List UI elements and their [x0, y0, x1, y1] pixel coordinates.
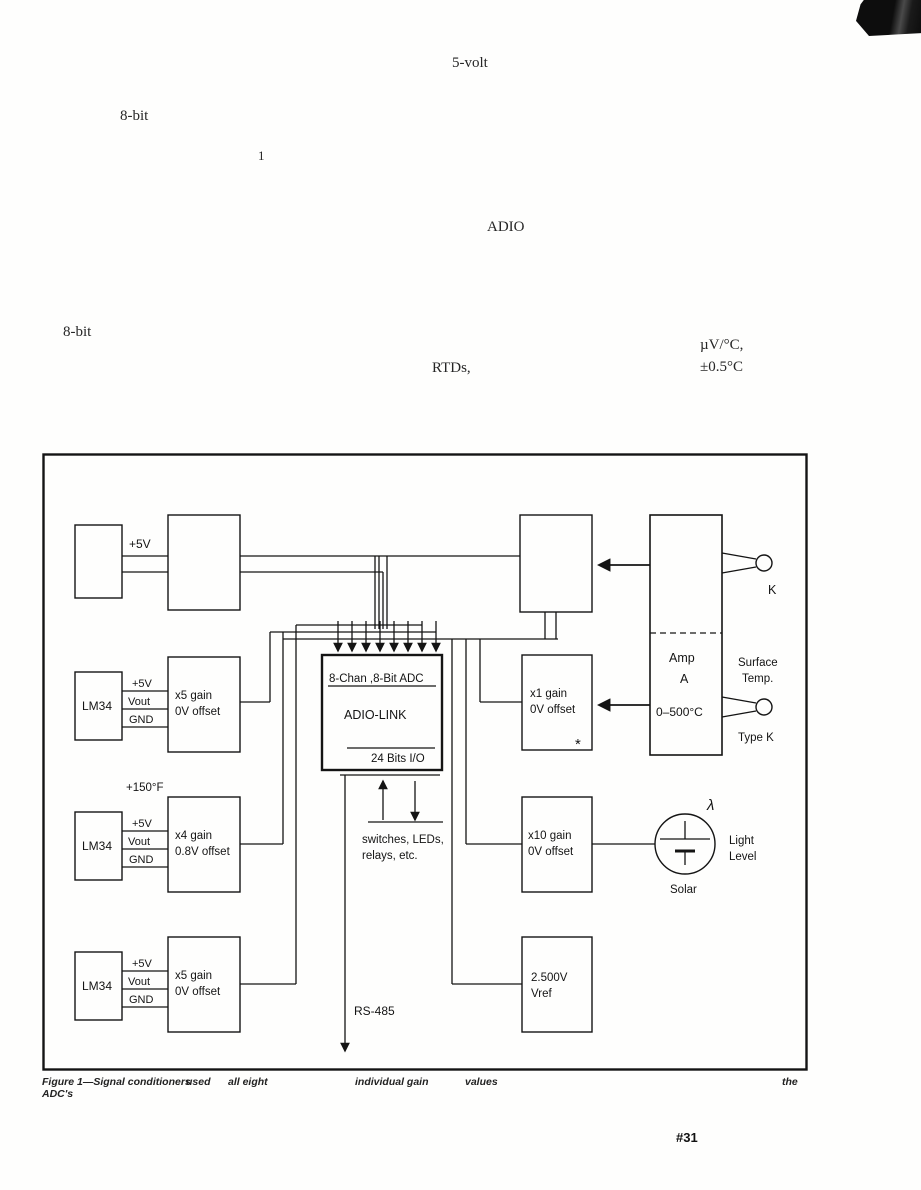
body-text-fragment: RTDs,	[432, 360, 471, 376]
gain-box-2	[167, 796, 241, 893]
pin-label: +5V	[132, 818, 153, 830]
thermocouple-junction-icon	[755, 698, 773, 716]
lm34-box-2	[74, 811, 123, 881]
gain-label-3: x5 gain	[175, 970, 212, 982]
x10-gain-box	[521, 796, 593, 893]
x10-offset-label: 0V offset	[528, 846, 574, 858]
adc-channel-arrows	[333, 621, 441, 653]
offset-label-1: 0V offset	[175, 706, 221, 718]
pin-label: +5V	[132, 678, 153, 690]
vref-box	[521, 936, 593, 1033]
body-text-fragment: 8-bit	[63, 324, 92, 340]
adio-link-adc-box	[320, 653, 444, 772]
thermocouple-junction-icon	[755, 554, 773, 572]
type-k-short-label: K	[768, 583, 777, 597]
caption-text: individual gain	[355, 1076, 429, 1088]
body-text-fragment: 5-volt	[452, 55, 488, 71]
amp-label: Amp	[669, 651, 695, 665]
light-level-label: Light	[729, 835, 755, 847]
figure-border	[42, 453, 808, 1071]
caption-text: ADC's	[42, 1088, 74, 1100]
figure-1-diagram: +5V 8-Chan ,8-Bit ADC ADIO-LINK 24 Bits …	[42, 453, 808, 1071]
pin-label: Vout	[128, 976, 150, 988]
unlabeled-box-top-right	[519, 514, 593, 613]
caption-text: values	[465, 1076, 498, 1088]
body-text-fragment: 8-bit	[120, 108, 149, 124]
surface-temp-label: Temp.	[742, 673, 773, 685]
amp-range-label: 0–500°C	[656, 705, 703, 719]
temp-note-label: +150°F	[126, 782, 164, 794]
caption-text: Figure 1—Signal conditioners	[42, 1076, 191, 1088]
gain-label-1: x5 gain	[175, 690, 212, 702]
unlabeled-box-top-left-large	[167, 514, 241, 611]
lambda-symbol: λ	[706, 797, 714, 814]
x1-gain-label: x1 gain	[530, 688, 567, 700]
x1-offset-label: 0V offset	[530, 704, 576, 716]
lm34-label-1: LM34	[82, 699, 112, 713]
body-text-fragment: µV/°C,	[700, 337, 744, 353]
lm34-box-1	[74, 671, 123, 741]
lm34-box-3	[74, 951, 123, 1021]
body-text-fragment: ADIO	[487, 219, 525, 235]
vref-value-label: 2.500V	[531, 972, 568, 984]
offset-label-3: 0V offset	[175, 986, 221, 998]
lm34-label-3: LM34	[82, 979, 112, 993]
power-5v-label: +5V	[129, 537, 151, 551]
pin-label: Vout	[128, 836, 150, 848]
surface-temp-label: Surface	[738, 657, 778, 669]
page-number: #31	[676, 1130, 698, 1145]
solar-cell-icon	[654, 813, 716, 875]
io-devices-label: relays, etc.	[362, 850, 418, 862]
pin-label: Vout	[128, 696, 150, 708]
pin-label: GND	[129, 854, 154, 866]
scan-smudge-artifact	[856, 0, 921, 36]
offset-label-2: 0.8V offset	[175, 846, 231, 858]
adc-title-label: 8-Chan ,8-Bit ADC	[329, 673, 424, 685]
asterisk-note: *	[575, 736, 581, 753]
lm34-label-2: LM34	[82, 839, 112, 853]
adc-io-label: 24 Bits I/O	[371, 753, 425, 765]
pin-label: +5V	[132, 958, 153, 970]
rs485-label: RS-485	[354, 1004, 395, 1018]
pin-label: GND	[129, 714, 154, 726]
body-text-fragment: 1	[258, 148, 265, 163]
caption-text: used	[186, 1076, 211, 1088]
solar-label: Solar	[670, 884, 697, 896]
gain-box-3	[167, 936, 241, 1033]
light-level-label: Level	[729, 851, 757, 863]
amp-a-label: A	[680, 672, 689, 686]
gain-box-1	[167, 656, 241, 753]
x10-gain-label: x10 gain	[528, 830, 571, 842]
unlabeled-box-top-left-small	[74, 524, 123, 599]
caption-text: the	[782, 1076, 798, 1088]
amp-a-box	[649, 514, 723, 756]
adio-link-label: ADIO-LINK	[344, 708, 407, 722]
body-text-fragment: ±0.5°C	[700, 359, 743, 375]
x1-gain-box	[521, 654, 593, 751]
gain-label-2: x4 gain	[175, 830, 212, 842]
vref-label: Vref	[531, 988, 552, 1000]
io-devices-label: switches, LEDs,	[362, 834, 444, 846]
type-k-label: Type K	[738, 732, 774, 744]
pin-label: GND	[129, 994, 154, 1006]
caption-text: all eight	[228, 1076, 268, 1088]
wiring	[122, 552, 757, 1008]
